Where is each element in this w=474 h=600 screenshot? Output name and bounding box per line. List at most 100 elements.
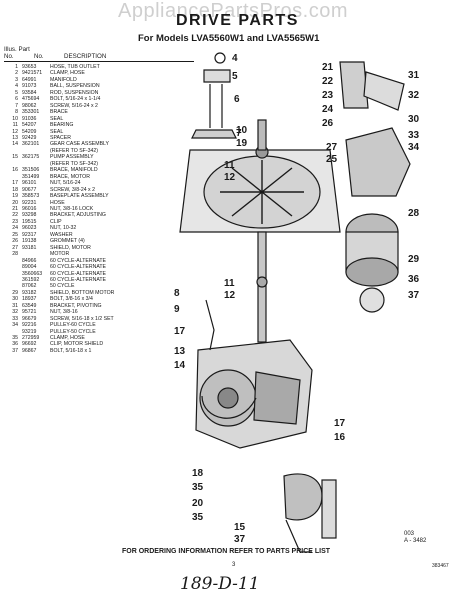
- part-description: CLIP: [50, 218, 62, 225]
- part-description: GROMMET (4): [50, 238, 85, 245]
- part-description: WASHER: [50, 231, 73, 238]
- header-illus-no: No.: [4, 53, 14, 60]
- part-number: 96692: [22, 341, 37, 348]
- callout-19: 19: [236, 138, 248, 149]
- part-description: SHIELD, MOTOR: [50, 244, 91, 251]
- motor-bottom-shield: [359, 287, 385, 313]
- callout-17b: 17: [334, 418, 346, 429]
- part-description: PULLEY-60 CYCLE: [50, 322, 96, 329]
- ordering-footer: FOR ORDERING INFORMATION REFER TO PARTS …: [122, 548, 331, 555]
- part-number: 475694: [22, 96, 40, 103]
- part-description: HOSE, TUB OUTLET: [50, 64, 100, 70]
- illus-number: 24: [12, 225, 18, 232]
- illus-number: 26: [12, 238, 18, 245]
- part-description: BRACE: [50, 109, 68, 116]
- part-number: 96023: [22, 225, 37, 232]
- illus-number: 4: [15, 83, 18, 90]
- table-row: 26 19138 GROMMET (4): [4, 238, 194, 244]
- illus-number: 33: [12, 315, 18, 322]
- illus-number: 36: [12, 341, 18, 348]
- illus-number: 12: [12, 128, 18, 135]
- part-description: PUMP ASSEMBLY: [50, 154, 94, 161]
- part-number: 19138: [22, 238, 37, 245]
- part-description: BEARING: [50, 122, 74, 129]
- callout-37b: 37: [408, 290, 420, 301]
- part-description: BOLT, 5/16-24 x 1-1/4: [50, 96, 101, 103]
- brace-part: [191, 129, 237, 139]
- callout-5: 5: [232, 71, 238, 82]
- drawing-number: 003 A - 3482: [404, 531, 426, 545]
- illus-number: 14: [12, 141, 18, 148]
- motor-bottom: [345, 257, 399, 287]
- suspension-rod: [209, 84, 223, 128]
- callout-10: 10: [236, 125, 248, 136]
- part-description: SCREW, 5/16-24 x 2: [50, 102, 98, 109]
- callout-33: 33: [408, 130, 420, 141]
- part-description: GEAR CASE ASSEMBLY: [50, 141, 110, 148]
- callout-11b: 11: [224, 278, 235, 289]
- callout-34: 34: [408, 142, 420, 153]
- part-description: SEAL: [50, 128, 64, 135]
- illus-number: 30: [12, 296, 18, 303]
- part-description: 60 CYCLE-ALTERNATE: [50, 264, 107, 271]
- part-description: NUT, 5/16-24: [50, 180, 81, 187]
- part-description: ROD, SUSPENSION: [50, 89, 99, 96]
- pulley-hub: [217, 387, 239, 409]
- part-description: NUT, 10-32: [50, 225, 77, 232]
- page-title: DRIVE PARTS: [176, 12, 299, 29]
- callout-25: 25: [326, 154, 338, 165]
- part-description: 60 CYCLE-ALTERNATE: [50, 257, 107, 264]
- part-number: 90677: [22, 186, 37, 193]
- part-number: 96101: [22, 180, 37, 187]
- part-number: 64991: [22, 76, 37, 83]
- illus-number: 15: [12, 154, 18, 161]
- illus-number: 18: [12, 186, 18, 193]
- part-number: 63549: [22, 302, 37, 309]
- pump-outlet-hose: [321, 479, 337, 539]
- callout-31: 31: [408, 70, 420, 81]
- callout-6: 6: [234, 94, 240, 105]
- callout-27: 27: [326, 142, 338, 153]
- part-number: 362101: [22, 141, 40, 148]
- callout-labels: 4 5 6 7 2 1 3 8 10 19 11 12 11 12 8 9 17…: [174, 53, 420, 545]
- callout-23: 23: [322, 90, 334, 101]
- callout-16: 16: [334, 432, 346, 443]
- part-number: 96679: [22, 315, 37, 322]
- part-description: NUT, 3/8-16 LOCK: [50, 205, 94, 212]
- suspension-ball: [214, 52, 226, 64]
- part-number: 93584: [22, 89, 37, 96]
- illus-number: 20: [12, 199, 18, 206]
- part-number: 18937: [22, 296, 37, 303]
- part-number: 98062: [22, 102, 37, 109]
- part-description: MANIFOLD: [50, 76, 77, 83]
- pump-assembly: [283, 473, 323, 521]
- callout-35a: 35: [192, 482, 204, 493]
- motor-shield: [345, 127, 411, 197]
- header-illus: Illus. Part: [4, 46, 30, 53]
